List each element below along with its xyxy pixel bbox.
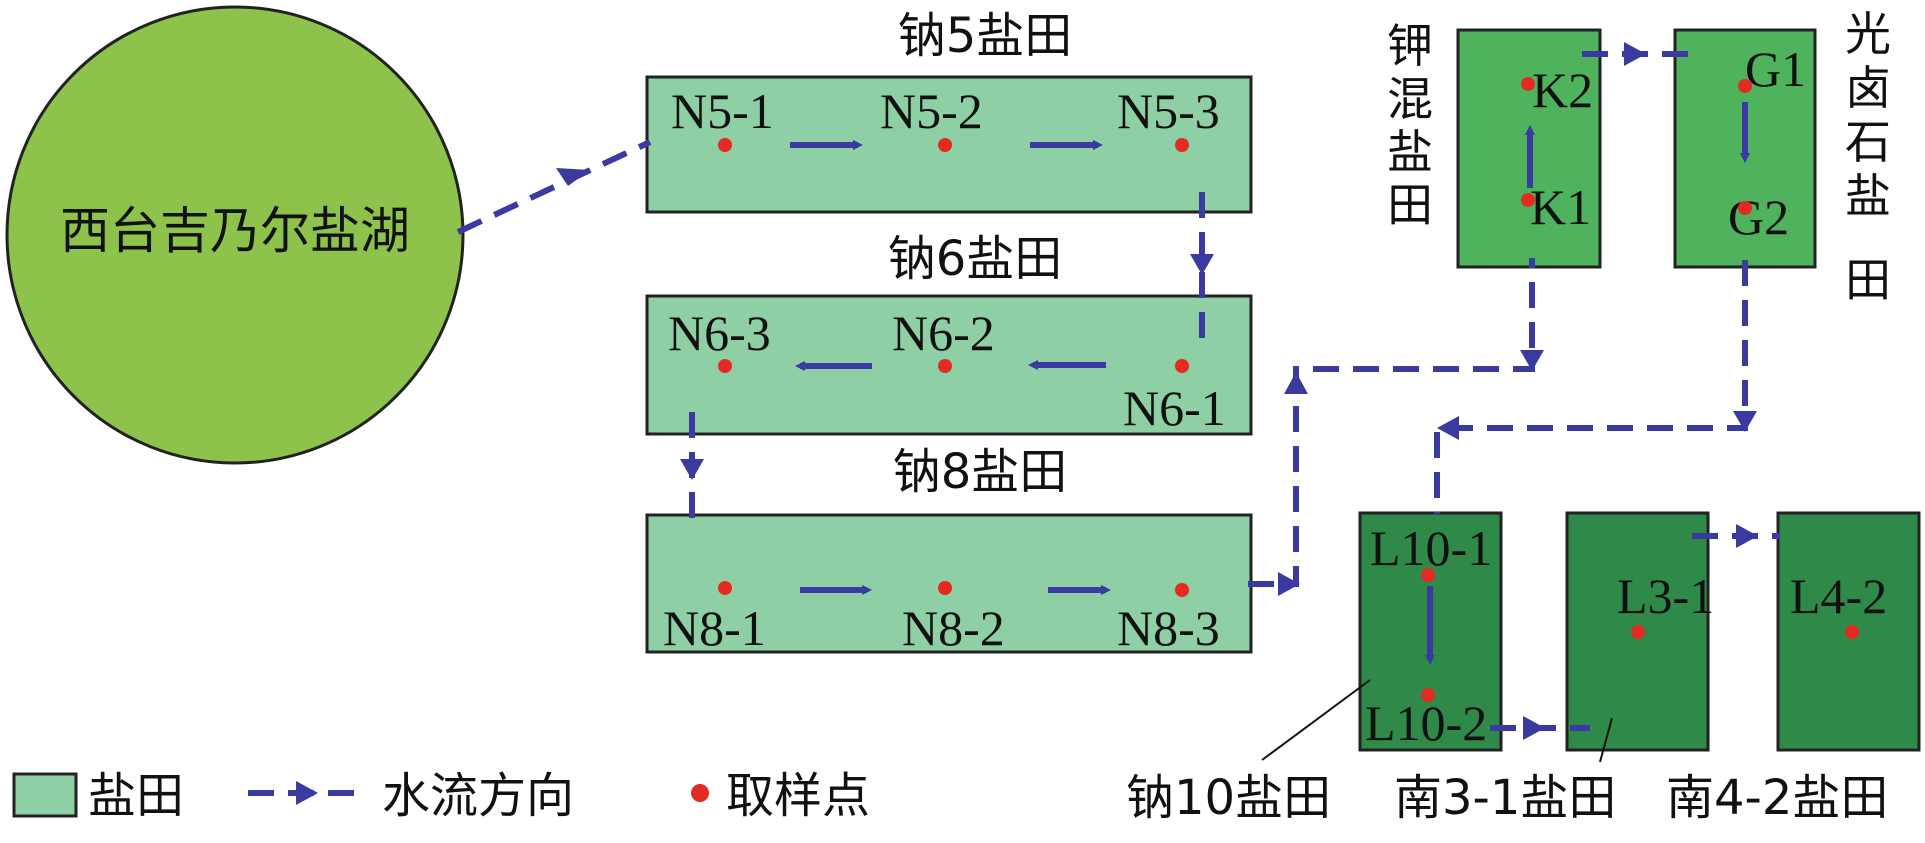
- field-na8-title: 钠8盐田: [893, 444, 1068, 500]
- sample-point-k2: [1521, 77, 1535, 91]
- salt-lake-circle: [5, 5, 465, 465]
- point-label-l3-1: L3-1: [1617, 568, 1714, 624]
- arrowhead-na8-up: [1284, 372, 1308, 394]
- arrowhead-na5-to-na6: [1190, 254, 1214, 275]
- field-g-title-char-3: 石: [1845, 115, 1891, 169]
- legend-flow-arrowhead: [296, 781, 318, 805]
- arrowhead-lake-to-na5: [556, 168, 590, 186]
- arrowhead-s31-to-s42: [1736, 524, 1758, 548]
- field-s31-title: 南3-1盐田: [1394, 770, 1616, 826]
- sample-point-l10-2: [1421, 688, 1435, 702]
- sample-point-n5-2: [938, 138, 952, 152]
- point-label-l10-1: L10-1: [1370, 520, 1492, 576]
- point-label-l4-2: L4-2: [1790, 568, 1887, 624]
- field-na5-title: 钠5盐田: [898, 8, 1073, 64]
- sample-point-g2: [1738, 201, 1752, 215]
- leader-line-na10: [1261, 679, 1371, 761]
- flow-lake-to-na5: [456, 139, 652, 235]
- legend-field-swatch: [12, 772, 78, 818]
- sample-point-l3-1: [1631, 625, 1645, 639]
- arrowhead-to-k: [1520, 350, 1544, 371]
- sample-point-n8-1: [718, 581, 732, 595]
- arrowhead-g-down: [1733, 411, 1757, 432]
- sample-point-k1: [1521, 193, 1535, 207]
- arrowhead-to-na10: [1437, 416, 1459, 440]
- legend-field-label: 盐田: [88, 768, 184, 824]
- point-label-n5-1: N5-1: [671, 83, 774, 139]
- legend-flow-label: 水流方向: [382, 768, 574, 824]
- legend-sample-label: 取样点: [726, 768, 870, 824]
- point-label-k2: K2: [1532, 62, 1593, 118]
- point-label-n8-3: N8-3: [1117, 600, 1220, 656]
- field-g-title-char-4: 盐: [1845, 169, 1891, 223]
- flow-g-to-na10: [1434, 260, 1748, 514]
- point-label-n6-1: N6-1: [1123, 380, 1226, 436]
- leader-line-s31: [1599, 717, 1613, 763]
- sample-point-l4-2: [1845, 625, 1859, 639]
- sample-point-n8-3: [1175, 583, 1189, 597]
- sample-point-n6-2: [938, 359, 952, 373]
- field-na6-title: 钠6盐田: [888, 231, 1063, 287]
- point-label-n8-1: N8-1: [663, 600, 766, 656]
- sample-point-n5-1: [718, 138, 732, 152]
- point-label-n6-2: N6-2: [892, 305, 995, 361]
- flow-na8-to-k: [1248, 258, 1535, 587]
- path-arrowheads: [556, 42, 1758, 740]
- arrowhead-k-to-g: [1624, 42, 1646, 66]
- point-label-l10-2: L10-2: [1365, 695, 1487, 751]
- field-k-title-char-1: 钾: [1387, 19, 1433, 73]
- field-g-title-char-5: 田: [1845, 253, 1891, 307]
- arrowhead-na6-to-na8: [680, 459, 704, 480]
- point-label-n8-2: N8-2: [902, 600, 1005, 656]
- sample-point-g1: [1738, 79, 1752, 93]
- field-g-title-char-2: 卤: [1845, 61, 1891, 115]
- field-s42-title: 南4-2盐田: [1666, 770, 1888, 826]
- point-label-n5-2: N5-2: [880, 83, 983, 139]
- point-label-n5-3: N5-3: [1117, 83, 1220, 139]
- legend: 盐田 水流方向 取样点: [12, 768, 870, 824]
- field-g-title-char-1: 光: [1845, 7, 1891, 61]
- field-k-title-char-3: 盐: [1387, 125, 1433, 179]
- sample-point-n5-3: [1175, 138, 1189, 152]
- point-label-g1: G1: [1745, 41, 1806, 97]
- point-label-n6-3: N6-3: [668, 305, 771, 361]
- field-na10-title: 钠10盐田: [1126, 770, 1331, 826]
- salt-lake-label: 西台吉乃尔盐湖: [60, 202, 410, 260]
- sample-point-n6-3: [718, 359, 732, 373]
- point-label-g2: G2: [1728, 189, 1789, 245]
- field-k-title-char-4: 田: [1387, 178, 1433, 232]
- arrowhead-na10-to-s31: [1523, 716, 1545, 740]
- legend-sample-dot: [691, 784, 709, 802]
- field-k-title-char-2: 混: [1387, 72, 1433, 126]
- sample-point-l10-1: [1421, 568, 1435, 582]
- sample-point-n6-1: [1175, 359, 1189, 373]
- point-label-k1: K1: [1530, 179, 1591, 235]
- arrowhead-na8-out: [1278, 572, 1300, 596]
- sample-point-n8-2: [938, 581, 952, 595]
- sampling-points: [718, 77, 1859, 702]
- in-field-flow-arrows: [790, 102, 1750, 665]
